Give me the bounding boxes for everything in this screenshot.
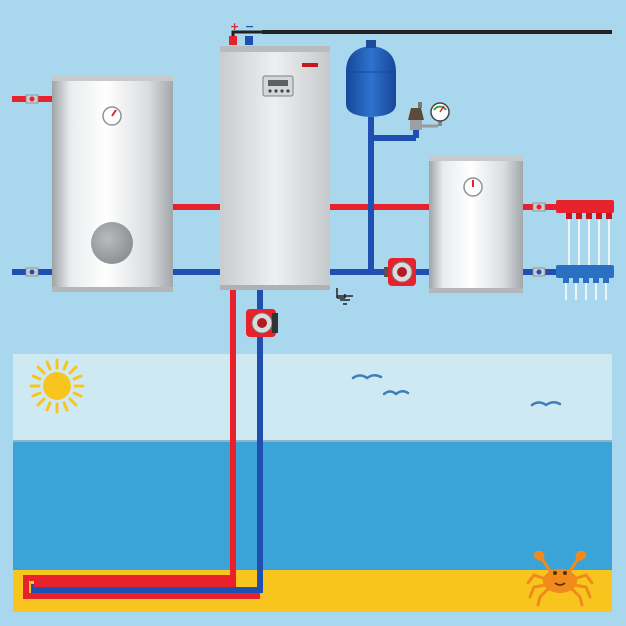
seagull-icon: [351, 374, 562, 407]
circulation-pump-icon: [246, 309, 278, 337]
sea-band: [13, 442, 612, 570]
safety-group-icon: [408, 102, 450, 130]
thermometer-gauge-icon: [463, 177, 483, 197]
landscape: [13, 354, 612, 612]
negative-terminal-label: −: [245, 20, 254, 33]
valve-icon: [25, 94, 546, 277]
pressure-gauge-icon: [430, 102, 450, 126]
crab-icon: [526, 551, 594, 607]
sun-icon: [29, 358, 85, 414]
manifold: [556, 200, 614, 300]
power-cable: + −: [229, 20, 612, 45]
expansion-vessel: [346, 40, 396, 117]
storage-tank: [52, 76, 173, 292]
ground-loop: [23, 290, 263, 599]
buffer-tank: [429, 156, 523, 293]
heating-element-flange: [91, 222, 133, 264]
thermometer-gauge-icon: [102, 106, 122, 126]
control-panel-icon: [262, 75, 294, 97]
positive-terminal-label: +: [230, 20, 239, 33]
hot-pipe-loop: [23, 290, 260, 599]
circulation-pump-icon: [384, 258, 416, 286]
heat-pump-unit: [220, 46, 330, 290]
sky-band: [13, 354, 612, 442]
ground-symbol-icon: [336, 288, 353, 305]
